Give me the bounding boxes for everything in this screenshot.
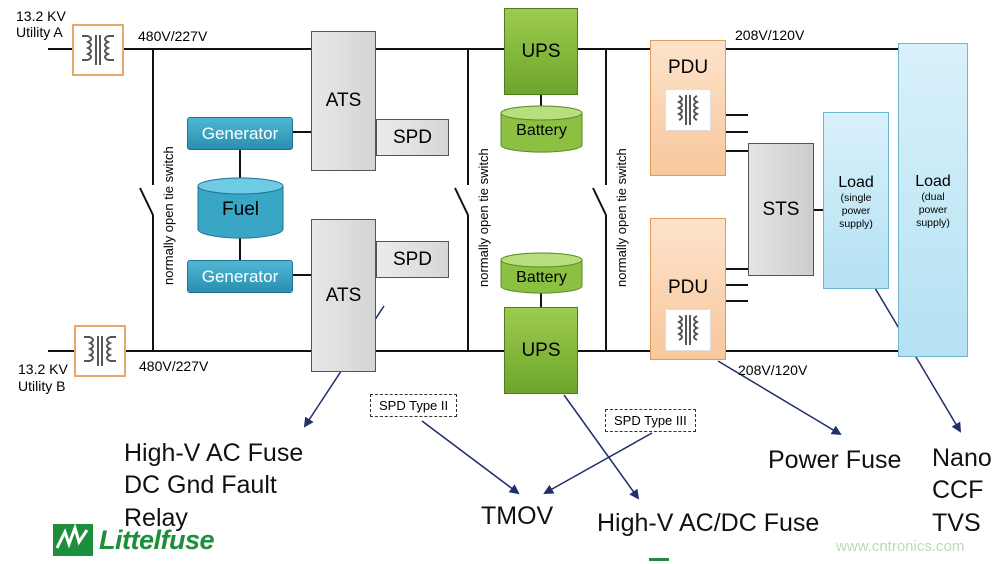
fuel-tank: Fuel [197, 177, 284, 239]
tie-switch-1-blade [139, 187, 154, 216]
load-dual-title: Load [915, 173, 951, 190]
callout-tmov: TMOV [481, 502, 554, 530]
load-single-line1: (single [840, 192, 872, 204]
ups-top: UPS [504, 8, 578, 95]
tie-switch-1-label: normally open tie switch [161, 146, 176, 285]
spd-type-iii-tag: SPD Type III [605, 409, 696, 432]
arrow-ups-to-fuse [563, 394, 640, 500]
littelfuse-logo: Littelfuse [53, 522, 215, 558]
littelfuse-logo-icon [53, 523, 93, 556]
callout-ups-fuse: High-V AC/DC Fuse [597, 509, 820, 537]
pdu-top: PDU [650, 40, 726, 176]
ats-top: ATS [311, 31, 376, 171]
utility-a-voltage: 13.2 KV [16, 8, 66, 24]
sts-switch: STS [748, 143, 814, 276]
utility-b-voltage: 13.2 KV [18, 361, 68, 377]
spd-top: SPD [376, 119, 449, 156]
load-single-line2: power [841, 205, 871, 217]
arrow-spd3-to-tmov [543, 432, 653, 494]
pdu-bottom-label: PDU [667, 277, 709, 298]
fuel-label: Fuel [222, 199, 259, 220]
transformer-b-icon [74, 325, 126, 377]
utility-a-label: Utility A [16, 24, 63, 40]
generator-bottom: Generator [187, 260, 293, 293]
callout-load-line3: TVS [932, 509, 981, 537]
callout-ats-line2: DC Gnd Fault [124, 471, 277, 499]
arrow-load-to-tvs [871, 282, 962, 433]
transformer-a-icon [72, 24, 124, 76]
decorative-dash [649, 558, 669, 561]
voltage-bottom-right: 208V/120V [738, 362, 808, 378]
load-dual-line3: supply) [916, 217, 950, 229]
battery-top-label: Battery [516, 122, 567, 139]
pdu-top-label: PDU [667, 57, 709, 78]
tie-switch-2-label: normally open tie switch [476, 148, 491, 287]
load-dual-supply: Load (dual power supply) [898, 43, 968, 357]
battery-top: Battery [500, 105, 583, 153]
battery-bottom: Battery [500, 252, 583, 294]
pdu-bottom: PDU [650, 218, 726, 360]
load-dual-line2: power [918, 204, 948, 216]
generator-top: Generator [187, 117, 293, 150]
ats-bottom: ATS [311, 219, 376, 372]
callout-load-line2: CCF [932, 476, 984, 504]
watermark: www.cntronics.com [836, 538, 965, 555]
load-single-supply: Load (single power supply) [823, 112, 889, 289]
load-single-line3: supply) [839, 218, 873, 230]
arrow-pdu-to-powerfuse [717, 360, 842, 436]
spd-bottom: SPD [376, 241, 449, 278]
load-dual-line1: (dual [921, 191, 945, 203]
tie-switch-2-blade [454, 187, 469, 216]
callout-power-fuse: Power Fuse [768, 446, 902, 474]
tie-switch-3-label: normally open tie switch [614, 148, 629, 287]
littelfuse-logo-text: Littelfuse [99, 524, 215, 555]
pdu-bottom-transformer-icon [665, 309, 711, 351]
voltage-top-left: 480V/227V [138, 28, 208, 44]
battery-bottom-label: Battery [516, 269, 567, 286]
spd-type-ii-tag: SPD Type II [370, 394, 458, 417]
callout-load-line1: Nano [932, 444, 992, 472]
load-single-title: Load [838, 174, 874, 191]
utility-b-label: Utility B [18, 378, 66, 394]
ups-bottom: UPS [504, 307, 578, 394]
arrow-spd2-to-tmov [421, 420, 520, 495]
pdu-top-transformer-icon [665, 89, 711, 131]
tie-switch-3-blade [592, 187, 607, 216]
voltage-bottom-left: 480V/227V [139, 358, 209, 374]
voltage-top-right: 208V/120V [735, 27, 805, 43]
callout-ats-line1: High-V AC Fuse [124, 439, 304, 467]
callout-ats-line3: Relay [124, 504, 188, 532]
